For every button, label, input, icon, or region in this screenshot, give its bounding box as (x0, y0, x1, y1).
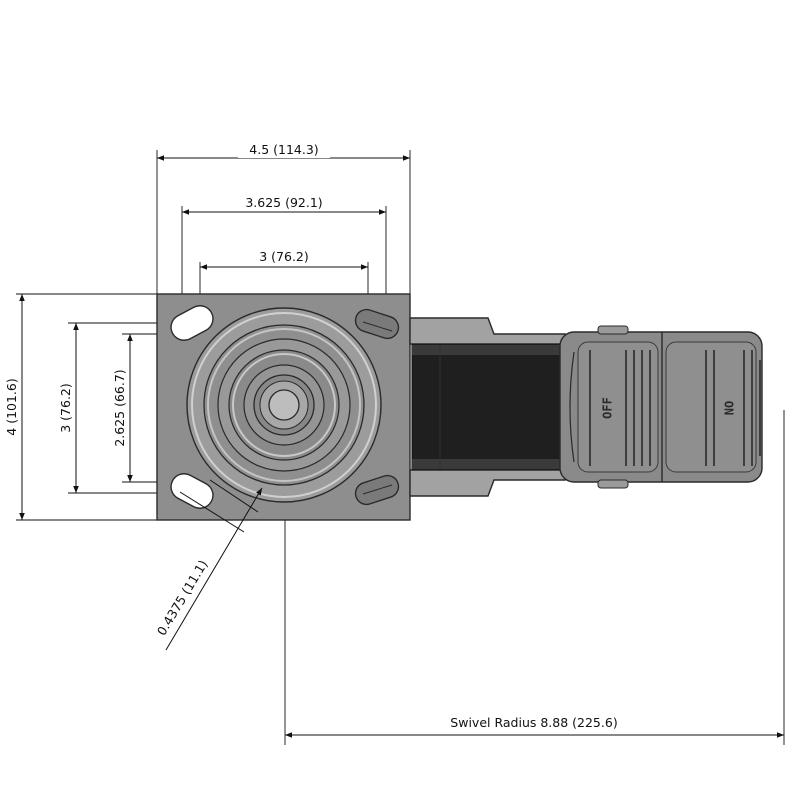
bolt-length-inner-label: 2.625 (66.7) (112, 369, 127, 446)
bolt-slot-top-right (354, 308, 400, 340)
bolt-hole-label: 0.4375 (11.1) (154, 557, 211, 638)
swivel-raceway (186, 307, 382, 503)
brake-pedal-off[interactable]: OFF (577, 341, 659, 473)
overall-length-label: 4 (101.6) (4, 378, 19, 435)
bolt-span-outer-label: 3.625 (92.1) (245, 195, 322, 210)
extension-lines (16, 150, 785, 745)
fork-leg-bottom (409, 469, 566, 497)
fork-assembly (409, 317, 566, 497)
brake-pedal-on[interactable]: ON (665, 341, 761, 473)
wheel-tread (411, 344, 561, 470)
brake-assembly: OFF ON (559, 325, 763, 489)
swivel-radius-label: Swivel Radius 8.88 (225.6) (450, 715, 617, 730)
brake-on-label: ON (722, 401, 736, 415)
bolt-slot-bottom-left (170, 473, 214, 509)
bolt-slot-bottom-right (354, 474, 400, 506)
fork-leg-top (409, 317, 566, 345)
dimension-lines (19, 155, 784, 738)
bolt-length-outer-label: 3 (76.2) (58, 383, 73, 433)
brake-off-label: OFF (601, 397, 615, 419)
mounting-plate (156, 293, 411, 521)
overall-width-label: 4.5 (114.3) (249, 142, 318, 157)
bolt-span-inner-label: 3 (76.2) (259, 249, 309, 264)
bolt-slot-top-left (170, 305, 214, 341)
